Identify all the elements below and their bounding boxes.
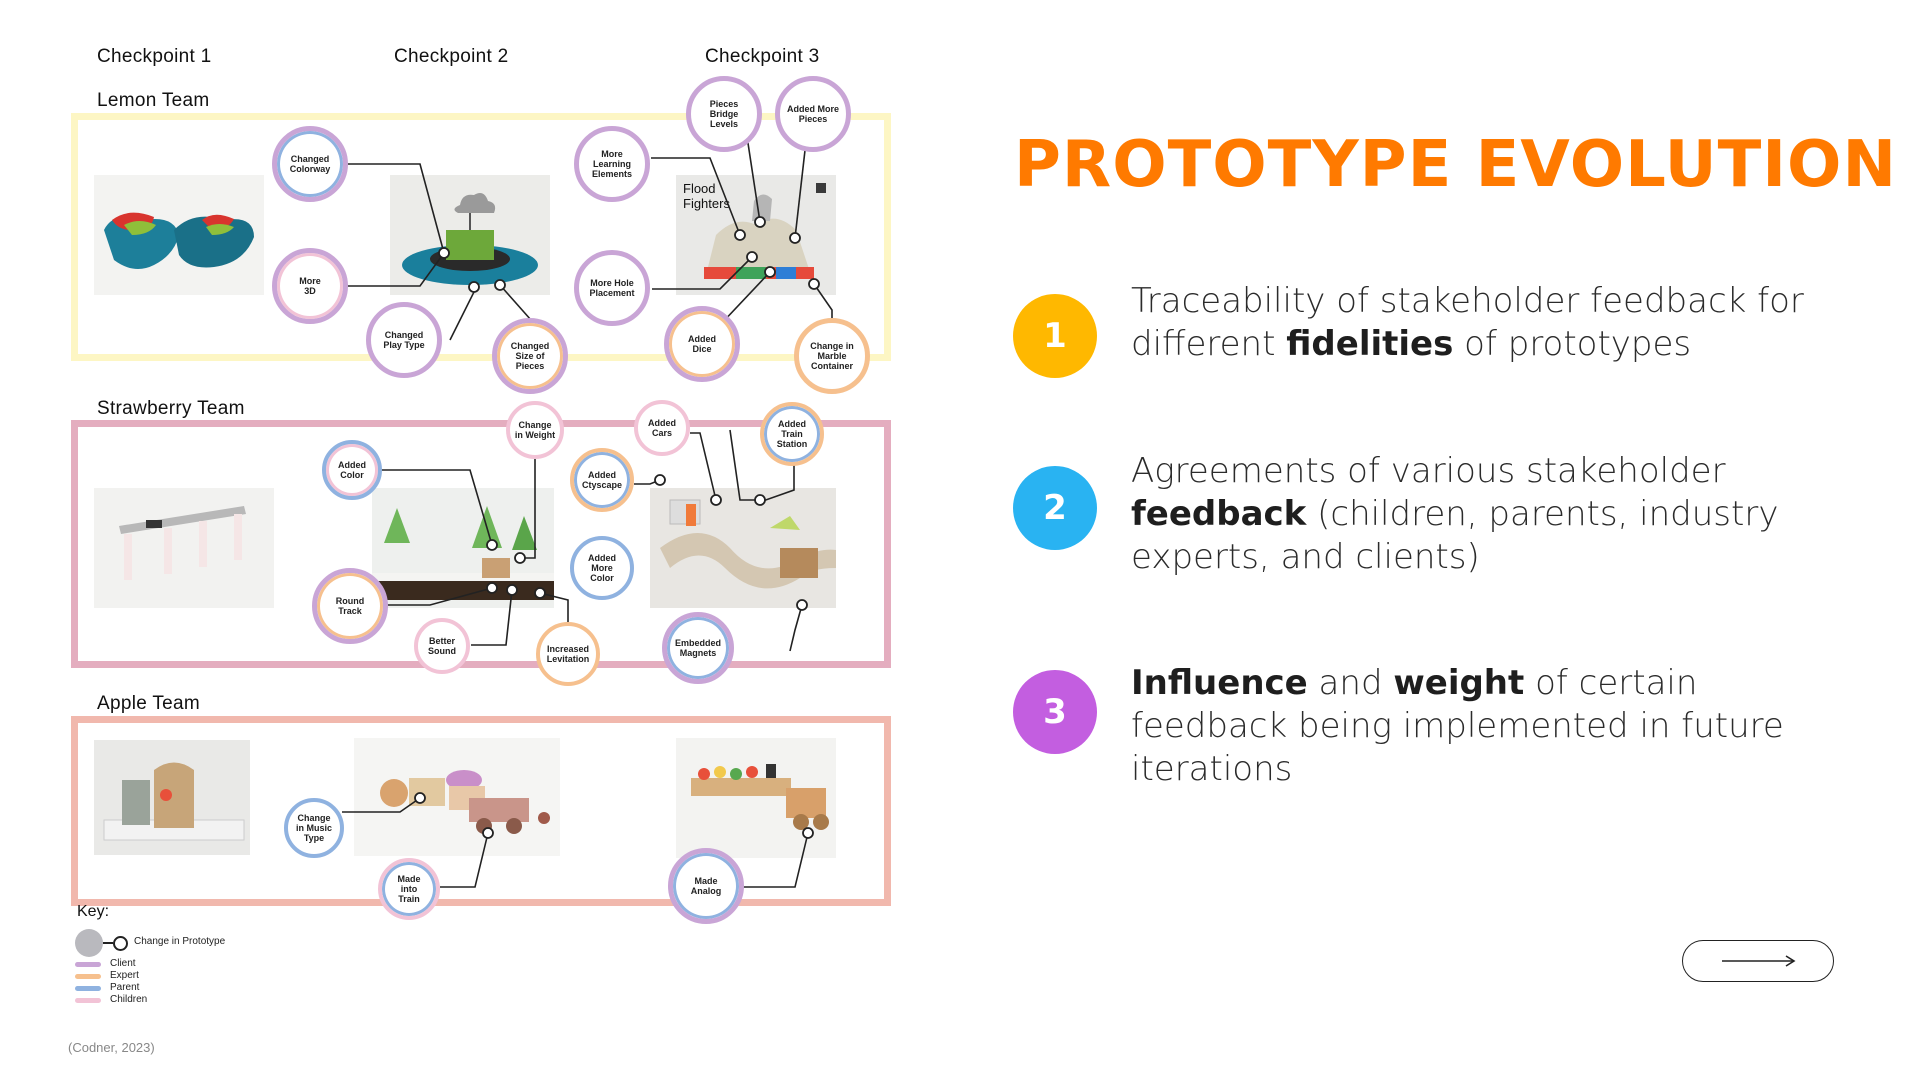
node-label: Made Analog <box>690 876 722 896</box>
feedback-node-added-color: Added Color <box>322 440 382 500</box>
node-label: Changed Play Type <box>383 330 425 350</box>
feedback-node-added-ctyscape: Added Ctyscape <box>570 448 634 512</box>
key-swatch-parent <box>75 986 101 991</box>
feedback-node-more-3d: More 3D <box>272 248 348 324</box>
checkpoint-2-label: Checkpoint 2 <box>394 46 509 67</box>
node-label: Made into Train <box>397 874 421 904</box>
key-node-symbol <box>75 929 103 957</box>
feedback-node-more-hole-placement: More Hole Placement <box>574 250 650 326</box>
node-label: Added Ctyscape <box>581 470 623 490</box>
feedback-node-added-dice: Added Dice <box>664 306 740 382</box>
node-label: Added Dice <box>688 334 716 354</box>
checkpoint-3-label: Checkpoint 3 <box>705 46 820 67</box>
node-label: Embedded Magnets <box>674 638 721 658</box>
node-label: Change in Music Type <box>295 813 332 843</box>
node-label: More 3D <box>299 276 321 296</box>
feedback-node-embedded-magnets: Embedded Magnets <box>662 612 734 684</box>
point-text-2: Agreements of various stakeholder feedba… <box>1131 450 1831 579</box>
key-label-client: Client <box>110 958 136 969</box>
body-text: of prototypes <box>1453 324 1692 364</box>
next-slide-button[interactable] <box>1682 940 1834 982</box>
body-text: and <box>1307 663 1394 703</box>
key-label-parent: Parent <box>110 982 140 993</box>
team-label-apple: Apple Team <box>97 693 200 714</box>
feedback-node-changed-colorway: Changed Colorway <box>272 126 348 202</box>
key-change-label: Change in Prototype <box>134 936 226 947</box>
emphasis-text: Influence <box>1131 663 1308 703</box>
feedback-node-change-in-music-type: Change in Music Type <box>284 798 344 858</box>
node-label: Added More Color <box>588 553 616 583</box>
feedback-node-changed-size-of-pieces: Changed Size of Pieces <box>492 318 568 394</box>
lemon-prototype-photo-1 <box>94 175 264 295</box>
body-text: Agreements of various stakeholder <box>1131 451 1726 491</box>
feedback-node-change-in-marble-container: Change in Marble Container <box>794 318 870 394</box>
body-text: of certain feedback being implemented in… <box>1131 663 1784 789</box>
node-label: More Learning Elements <box>591 149 633 179</box>
number-badge-1: 1 <box>1013 294 1097 378</box>
node-label: More Hole Placement <box>589 278 635 298</box>
key-title: Key: <box>77 903 110 920</box>
node-label: Increased Levitation <box>546 644 590 664</box>
feedback-node-increased-levitation: Increased Levitation <box>536 622 600 686</box>
flood-fighters-label: Flood Fighters <box>683 181 730 211</box>
feedback-node-made-into-train: Made into Train <box>378 858 440 920</box>
feedback-node-made-analog: Made Analog <box>668 848 744 924</box>
key-connector-line <box>103 942 113 944</box>
number-badge-2: 2 <box>1013 466 1097 550</box>
apple-team-box <box>71 716 891 906</box>
node-label: Round Track <box>335 596 365 616</box>
node-label: Changed Size of Pieces <box>510 341 550 371</box>
strawberry-team-box <box>71 420 891 668</box>
body-text: Traceability of stakeholder feedback for… <box>1131 281 1804 364</box>
strawberry-prototype-photo-1 <box>94 488 274 608</box>
node-label: Changed Colorway <box>289 154 331 174</box>
feedback-node-pieces-bridge-levels: Pieces Bridge Levels <box>686 76 762 152</box>
apple-prototype-photo-1 <box>94 740 250 855</box>
feedback-node-changed-play-type: Changed Play Type <box>366 302 442 378</box>
slide-title: PROTOTYPE EVOLUTION <box>1014 128 1897 202</box>
lemon-prototype-photo-2 <box>390 175 550 295</box>
key-change-dot <box>113 936 128 951</box>
key-swatch-children <box>75 998 101 1003</box>
key-label-children: Children <box>110 994 148 1005</box>
team-label-strawberry: Strawberry Team <box>97 398 245 419</box>
node-label: Added Color <box>338 460 366 480</box>
point-text-1: Traceability of stakeholder feedback for… <box>1131 280 1831 366</box>
strawberry-prototype-photo-2 <box>372 488 554 608</box>
node-label: Added More Pieces <box>786 104 839 124</box>
team-label-lemon: Lemon Team <box>97 90 210 111</box>
feedback-node-added-train-station: Added Train Station <box>760 402 824 466</box>
point-text-3: Influence and weight of certain feedback… <box>1131 662 1831 791</box>
emphasis-text: weight <box>1393 663 1525 703</box>
key-swatch-expert <box>75 974 101 979</box>
key-label-expert: Expert <box>110 970 139 981</box>
node-label: Added Cars <box>648 418 676 438</box>
body-text: (children, parents, industry experts, an… <box>1131 494 1779 577</box>
checkpoint-1-label: Checkpoint 1 <box>97 46 212 67</box>
feedback-node-change-in-weight: Change in Weight <box>506 401 564 459</box>
node-label: Better Sound <box>428 636 456 656</box>
emphasis-text: fidelities <box>1286 324 1454 364</box>
strawberry-prototype-photo-3 <box>650 488 836 608</box>
feedback-node-more-learning-elements: More Learning Elements <box>574 126 650 202</box>
number-badge-3: 3 <box>1013 670 1097 754</box>
apple-prototype-photo-2 <box>354 738 560 856</box>
feedback-node-better-sound: Better Sound <box>414 618 470 674</box>
feedback-node-added-more-color: Added More Color <box>570 536 634 600</box>
arrow-right-icon <box>1722 955 1796 967</box>
emphasis-text: feedback <box>1131 494 1307 534</box>
citation: (Codner, 2023) <box>68 1040 155 1055</box>
lemon-prototype-photo-3: Flood Fighters <box>676 175 836 295</box>
node-label: Pieces Bridge Levels <box>709 99 739 129</box>
key-swatch-client <box>75 962 101 967</box>
node-label: Added Train Station <box>776 419 808 449</box>
feedback-node-round-track: Round Track <box>312 568 388 644</box>
lemon-team-box <box>71 113 891 361</box>
feedback-node-added-more-pieces: Added More Pieces <box>775 76 851 152</box>
apple-prototype-photo-3 <box>676 738 836 858</box>
node-label: Change in Marble Container <box>810 341 854 371</box>
feedback-node-added-cars: Added Cars <box>634 400 690 456</box>
node-label: Change in Weight <box>514 420 556 440</box>
